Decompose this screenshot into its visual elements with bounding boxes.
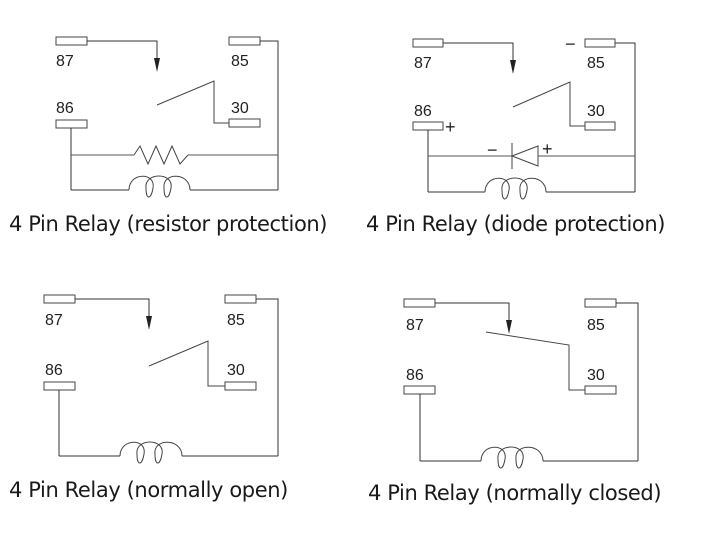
coil bbox=[480, 446, 544, 469]
wire-87 bbox=[435, 302, 510, 320]
pin-86-label: 86 bbox=[56, 100, 74, 117]
pin-30 bbox=[584, 121, 616, 131]
pin-30 bbox=[584, 385, 617, 395]
diode-plus-sign: + bbox=[542, 139, 553, 159]
pin-86 bbox=[412, 121, 444, 131]
wire-87 bbox=[443, 42, 514, 60]
minus-sign-85: − bbox=[565, 34, 576, 54]
wire-87 bbox=[75, 298, 150, 316]
coil bbox=[484, 177, 547, 200]
contact-arrow bbox=[146, 316, 152, 330]
pin-87-label: 87 bbox=[406, 317, 424, 334]
switch-arm bbox=[148, 340, 225, 387]
contact-arrow bbox=[506, 320, 512, 334]
pin-87-label: 87 bbox=[56, 53, 74, 70]
pin-85-label: 85 bbox=[587, 55, 605, 72]
pin-87-label: 87 bbox=[45, 312, 63, 329]
contact-arrow bbox=[154, 58, 160, 72]
pin-86 bbox=[55, 119, 88, 129]
pin-86 bbox=[403, 385, 436, 395]
pin-30-label: 30 bbox=[231, 100, 249, 117]
caption-resistor-protection: 4 Pin Relay (resistor protection) bbox=[9, 212, 328, 236]
pin-87 bbox=[55, 36, 88, 46]
pin-30-label: 30 bbox=[587, 367, 605, 384]
pin-87 bbox=[43, 294, 76, 304]
diagram-normally-closed: 87 85 86 30 bbox=[403, 298, 639, 469]
pin-87 bbox=[412, 38, 444, 48]
caption-diode-protection: 4 Pin Relay (diode protection) bbox=[366, 212, 666, 236]
pin-85 bbox=[584, 298, 617, 308]
pin-85 bbox=[224, 294, 257, 304]
pin-86 bbox=[43, 381, 76, 391]
diagram-normally-open: 87 85 86 30 bbox=[43, 294, 279, 464]
wire-85 bbox=[260, 40, 279, 190]
pin-85 bbox=[584, 38, 616, 48]
pin-85-label: 85 bbox=[231, 53, 249, 70]
pin-87 bbox=[403, 298, 436, 308]
pin-30-label: 30 bbox=[587, 103, 605, 120]
pin-86-label: 86 bbox=[406, 367, 424, 384]
wire-85 bbox=[616, 302, 639, 461]
diagram-resistor-protection: 87 85 86 30 bbox=[55, 36, 279, 198]
diode-triangle bbox=[510, 145, 539, 167]
resistor bbox=[133, 144, 189, 166]
plus-sign-86: + bbox=[445, 117, 456, 137]
wire-85 bbox=[615, 42, 636, 192]
pin-85-label: 85 bbox=[227, 312, 245, 329]
switch-arm bbox=[156, 80, 229, 124]
pin-85-label: 85 bbox=[587, 317, 605, 334]
diagram-diode-protection: 87 − 85 86 + 30 − + bbox=[412, 34, 636, 200]
coil bbox=[128, 175, 191, 198]
wire-85 bbox=[256, 298, 279, 456]
pin-85 bbox=[228, 36, 261, 46]
pin-87-label: 87 bbox=[414, 55, 432, 72]
pin-86-label: 86 bbox=[45, 362, 63, 379]
diode-minus-sign: − bbox=[487, 140, 498, 160]
caption-normally-open: 4 Pin Relay (normally open) bbox=[9, 478, 288, 502]
pin-86-label: 86 bbox=[414, 103, 432, 120]
switch-arm bbox=[485, 331, 585, 391]
switch-arm bbox=[512, 81, 585, 127]
contact-arrow bbox=[510, 60, 516, 74]
caption-normally-closed: 4 Pin Relay (normally closed) bbox=[368, 481, 662, 505]
pin-30 bbox=[224, 381, 257, 391]
pin-30-label: 30 bbox=[227, 362, 245, 379]
wire-87 bbox=[87, 40, 158, 58]
coil bbox=[119, 441, 183, 464]
pin-30 bbox=[228, 118, 261, 128]
